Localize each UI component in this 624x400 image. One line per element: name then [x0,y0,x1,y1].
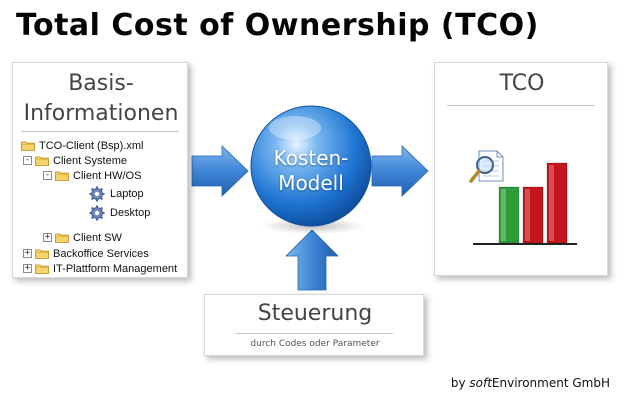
arrow-up-icon [285,229,339,291]
tree-item-label: Client Systeme [53,154,127,167]
expand-icon[interactable]: + [43,232,52,242]
tco-bar-highlight [525,189,530,241]
tree-item[interactable]: + Client SW [43,230,122,245]
tree-item[interactable]: - Client HW/OS [43,168,141,183]
credit-brand-rest: Environment GmbH [491,376,610,390]
model-line-2: Modell [278,171,344,195]
tree-item[interactable]: - Client Systeme [23,153,127,168]
basis-divider [21,131,179,132]
basis-heading-line-2: Informationen [23,101,179,126]
credit-brand-italic: soft [469,376,492,390]
arrow-right-icon [371,145,429,197]
page-title: Total Cost of Ownership (TCO) [16,8,539,43]
tco-divider [447,105,595,106]
tco-bar-highlight [501,189,506,241]
tree-item-label: Client SW [73,231,122,244]
tco-heading: TCO [499,71,545,96]
tree-item[interactable]: + Backoffice Services [23,246,149,261]
tco-panel: TCO [434,62,608,276]
kosten-modell-label: Kosten- Modell [252,146,370,196]
gear-icon [89,205,105,221]
tree-item-label: IT-Plattform Management [53,262,178,275]
folder-icon [35,263,49,274]
tree-item-label: Backoffice Services [53,247,149,260]
tree-item-label: TCO-Client (Bsp).xml [39,139,144,152]
basis-heading-line-1: Basis- [68,71,134,96]
folder-icon [55,232,69,243]
expand-icon[interactable]: + [23,263,32,273]
steuerung-heading: Steuerung [257,301,373,326]
tree-item-label: Laptop [110,187,144,200]
credit-line: by softEnvironment GmbH [451,376,610,394]
tree-item[interactable]: Laptop [89,186,144,201]
tree-item-label: Desktop [110,206,151,219]
tco-bar-highlight [549,165,554,241]
folder-icon [35,248,49,259]
tree-item[interactable]: Desktop [89,205,150,220]
folder-icon [35,155,49,166]
tco-bar-chart [469,150,577,245]
tree-item[interactable]: + IT-Plattform Management [23,261,177,276]
collapse-icon[interactable]: - [23,155,32,165]
collapse-icon[interactable]: - [43,170,52,180]
basis-heading: Basis- Informationen [13,69,189,129]
tree-item[interactable]: TCO-Client (Bsp).xml [21,138,144,153]
magnifier-document-icon [469,150,504,183]
credit-prefix: by [450,376,470,390]
tree-item-label: Client HW/OS [73,169,142,182]
expand-icon[interactable]: + [23,248,32,258]
basis-informationen-panel: Basis- Informationen TCO-Client (Bsp).xm… [12,62,188,278]
folder-icon [21,140,35,151]
steuerung-subtitle: durch Codes oder Parameter [250,339,380,349]
folder-icon [55,170,69,181]
steuerung-panel: Steuerung durch Codes oder Parameter [204,294,424,356]
model-line-1: Kosten- [273,146,349,170]
arrow-right-icon [191,145,249,197]
gear-icon [89,186,105,202]
steuerung-divider [235,333,393,334]
